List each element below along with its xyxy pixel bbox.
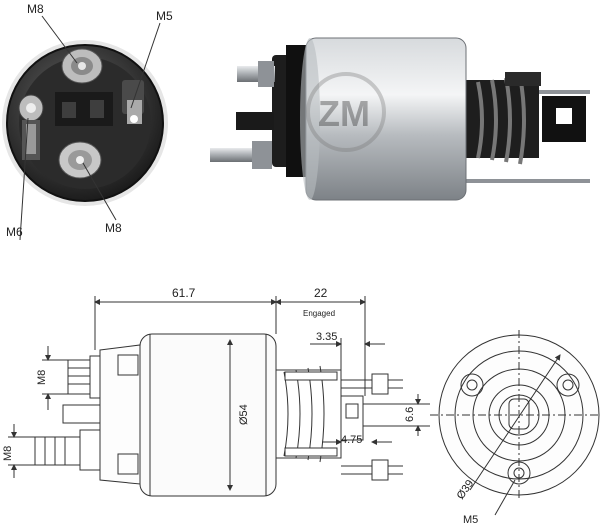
dim-diameter-body: Ø54: [238, 404, 250, 425]
drawing-stud-top: [67, 355, 101, 399]
stud-top: [237, 61, 275, 87]
mount-hole-right: [556, 373, 580, 397]
callout-m5: M5: [156, 9, 173, 23]
dim-bolt-circle: Ø39: [455, 478, 477, 502]
callout-m8-top: M8: [27, 2, 44, 16]
dim-engaged-label: Engaged: [303, 309, 335, 318]
dim-thread-top: M8: [36, 370, 48, 385]
m6-terminal: [18, 94, 44, 160]
m8-terminal-bottom: [58, 141, 102, 179]
m5-terminal: [122, 80, 144, 124]
dim-thread-bottom: M8: [2, 446, 14, 461]
dim-mount-thread: M5: [463, 514, 478, 526]
side-view-photo: ZM: [210, 37, 590, 201]
drawing-stud-bottom: [34, 429, 101, 471]
brand-logo: ZM: [306, 72, 386, 152]
mount-hole-left: [460, 373, 484, 397]
dim-gap-b: 4.75: [341, 434, 362, 446]
dim-length-body: 61.7: [172, 286, 196, 300]
callout-m6: M6: [6, 225, 23, 239]
m8-terminal-top: [61, 48, 103, 84]
end-view-photo: M8 M5 M6 M8: [2, 2, 173, 241]
side-drawing: [34, 333, 403, 497]
dim-plunger-travel: 22: [314, 286, 328, 300]
brand-logo-text: ZM: [318, 93, 370, 134]
dim-gap-a: 3.35: [316, 331, 337, 343]
end-drawing: [430, 330, 600, 516]
dim-hole-offset: 6.6: [404, 407, 416, 422]
callout-m8-bottom: M8: [105, 221, 122, 235]
dimension-lines: [8, 296, 430, 478]
stud-bottom: [210, 141, 272, 169]
